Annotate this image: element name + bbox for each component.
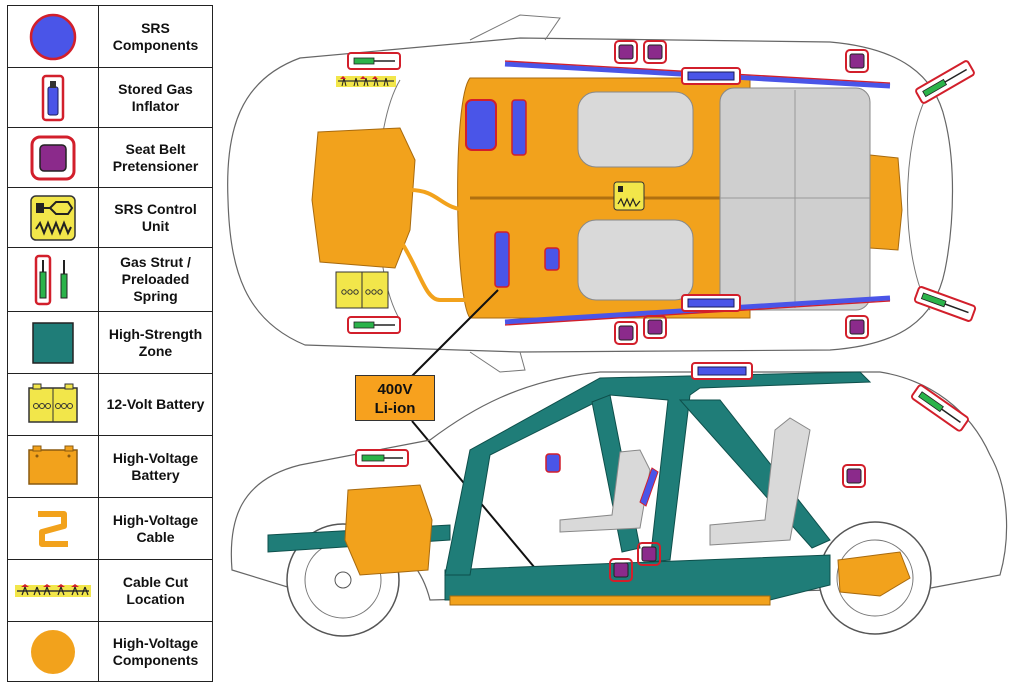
legend-row-gas-strut: Gas Strut / Preloaded Spring <box>7 247 213 312</box>
high-voltage-battery-icon <box>28 445 78 485</box>
pretensioner-1 <box>618 44 634 60</box>
legend-row-seat-belt-pretensioner: Seat Belt Pretensioner <box>7 127 213 188</box>
rear-drive-unit-side <box>837 551 911 597</box>
seat-belt-pretensioner-icon <box>30 135 76 180</box>
legend-label: High-Strength Zone <box>98 311 213 374</box>
legend-label: High-Voltage Components <box>98 621 213 682</box>
front-drive-unit-side <box>344 484 433 576</box>
high-voltage-cable-icon <box>38 510 68 547</box>
legend-row-high-voltage-cable: High-Voltage Cable <box>7 497 213 560</box>
srs-components-icon <box>29 13 77 60</box>
srs-component-side-knee <box>545 453 561 473</box>
side-view-body-outline <box>230 371 1008 601</box>
callout-leader-side <box>411 420 556 593</box>
gas-strut-hood-right <box>347 316 401 334</box>
gas-strut-hood-left <box>347 52 401 70</box>
gas-strut-side-liftgate <box>911 384 969 432</box>
gas-strut-liftgate-left <box>915 60 975 104</box>
stored-gas-inflator-top-left <box>681 67 741 85</box>
pretensioner-side-1 <box>641 546 657 562</box>
side-view <box>230 362 1008 637</box>
pretensioner-3 <box>849 53 865 69</box>
front-seats <box>577 91 694 301</box>
legend-row-cable-cut-location: Cable Cut Location <box>7 559 213 622</box>
srs-component-front-right <box>494 231 510 288</box>
callout-chemistry: Li-ion <box>374 400 416 417</box>
side-seats <box>559 417 811 546</box>
gas-strut-liftgate-right <box>913 286 977 322</box>
cable-cut-location-marker <box>336 76 396 87</box>
legend-label: Seat Belt Pretensioner <box>98 127 213 188</box>
legend-row-high-strength-zone: High-Strength Zone <box>7 311 213 374</box>
high-voltage-battery-side <box>449 595 771 606</box>
legend-label: Cable Cut Location <box>98 559 213 622</box>
srs-component-center <box>544 247 560 271</box>
srs-control-unit-icon <box>30 194 76 241</box>
high-strength-zone-icon <box>32 321 74 364</box>
srs-component-seat-side <box>465 99 497 151</box>
pretensioner-4 <box>618 325 634 341</box>
top-view <box>227 14 977 373</box>
stored-gas-inflator-icon <box>41 74 65 121</box>
legend-row-srs-components: SRS Components <box>7 5 213 68</box>
legend-row-srs-control-unit: SRS Control Unit <box>7 187 213 248</box>
legend-row-high-voltage-battery: High-Voltage Battery <box>7 435 213 498</box>
legend-label: 12-Volt Battery <box>98 373 213 436</box>
callout-voltage: 400V <box>377 381 413 398</box>
rear-drive-unit <box>869 154 903 251</box>
vehicle-diagram <box>227 14 1008 637</box>
srs-component-front-left <box>511 99 527 156</box>
legend-row-high-voltage-components: High-Voltage Components <box>7 621 213 682</box>
legend-label: Stored Gas Inflator <box>98 67 213 128</box>
hv-battery-callout: 400V Li-ion <box>355 375 435 421</box>
legend-label: SRS Components <box>98 5 213 68</box>
callout-leader-top <box>411 289 499 377</box>
pretensioner-2 <box>647 44 663 60</box>
gas-strut-side-hood <box>355 449 409 467</box>
stored-gas-inflator-top-right <box>681 294 741 312</box>
srs-control-unit-top <box>613 181 645 211</box>
stored-gas-inflator-side-roof <box>691 362 753 380</box>
legend-row-12-volt-battery: 12-Volt Battery <box>7 373 213 436</box>
gas-strut-icon <box>34 254 68 305</box>
front-drive-unit <box>311 127 416 269</box>
legend-label: SRS Control Unit <box>98 187 213 248</box>
pretensioner-side-2 <box>613 562 629 578</box>
pretensioner-side-3 <box>846 468 862 484</box>
pretensioner-6 <box>849 319 865 335</box>
pretensioner-5 <box>647 319 663 335</box>
legend-table: SRS Components Stored Gas Inflator Seat … <box>7 5 213 682</box>
12-volt-battery-icon <box>28 383 78 423</box>
legend-row-stored-gas-inflator: Stored Gas Inflator <box>7 67 213 128</box>
high-voltage-components-icon <box>31 629 75 674</box>
cable-cut-location-icon <box>15 583 91 597</box>
12-volt-battery-top <box>335 271 389 309</box>
legend-label: High-Voltage Battery <box>98 435 213 498</box>
legend-label: Gas Strut / Preloaded Spring <box>98 247 213 312</box>
legend-label: High-Voltage Cable <box>98 497 213 560</box>
srs-component-side-seat <box>639 467 659 507</box>
